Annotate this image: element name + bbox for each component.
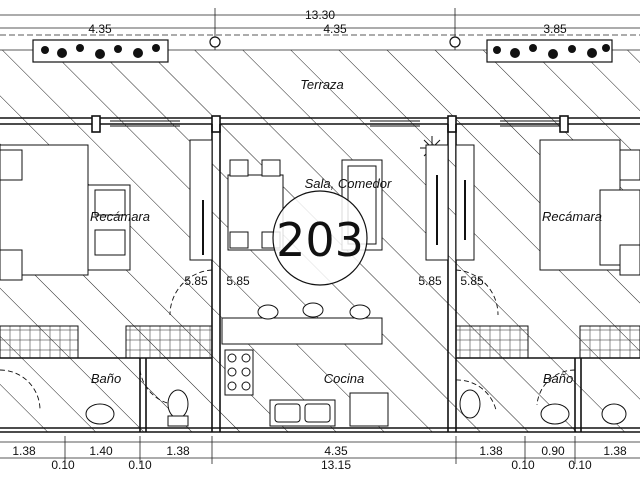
bath-vanity-right (455, 325, 640, 425)
bed-right (539, 139, 640, 276)
dim-bottom-3: 1.38 (166, 444, 190, 458)
dim-bottom-1: 1.38 (12, 444, 36, 458)
room-label-bedroom-left: Recámara (90, 209, 150, 224)
dim-bottom-overall: 13.15 (321, 458, 351, 472)
column-marker (209, 36, 221, 48)
bottom-dimension-lines (0, 436, 640, 464)
dining-set (227, 159, 284, 251)
dim-bottom-wall-4: 0.10 (568, 458, 592, 472)
dim-side-c: 5.85 (418, 274, 442, 288)
dim-top-center: 4.35 (323, 22, 347, 36)
planter-right (486, 39, 613, 63)
room-label-terrace: Terraza (300, 77, 344, 92)
sliding-doors (110, 120, 560, 127)
room-label-bath-right: Baño (543, 371, 573, 386)
dim-bottom-wall-2: 0.10 (128, 458, 152, 472)
dim-side-b: 5.85 (226, 274, 250, 288)
dim-top-left: 4.35 (88, 22, 112, 36)
dim-bottom-6: 0.90 (541, 444, 565, 458)
kitchen-bar (221, 302, 383, 345)
room-label-bath-left: Baño (91, 371, 121, 386)
room-label-living-dining: Sala, Comedor (305, 176, 392, 191)
dim-bottom-2: 1.40 (89, 444, 113, 458)
unit-circle (272, 190, 368, 286)
room-label-kitchen: Cocina (324, 371, 364, 386)
room-label-bedroom-right: Recámara (542, 209, 602, 224)
dim-bottom-wall-1: 0.10 (51, 458, 75, 472)
dim-bottom-4: 4.35 (324, 444, 348, 458)
column-marker (449, 36, 461, 48)
closet-right (425, 144, 475, 261)
stove (224, 349, 254, 396)
dim-side-a: 5.85 (184, 274, 208, 288)
planter-left (32, 39, 169, 63)
kitchen-sink (269, 399, 336, 427)
dim-side-d: 5.85 (460, 274, 484, 288)
bath-vanity-left (0, 325, 213, 427)
unit-number: 203 (276, 213, 364, 267)
fridge (349, 392, 389, 427)
dim-bottom-7: 1.38 (603, 444, 627, 458)
dim-top-overall: 13.30 (305, 8, 335, 22)
dim-bottom-5: 1.38 (479, 444, 503, 458)
bed-left (0, 144, 131, 281)
closet-left (189, 139, 213, 261)
dim-bottom-wall-3: 0.10 (511, 458, 535, 472)
dim-top-right: 3.85 (543, 22, 567, 36)
